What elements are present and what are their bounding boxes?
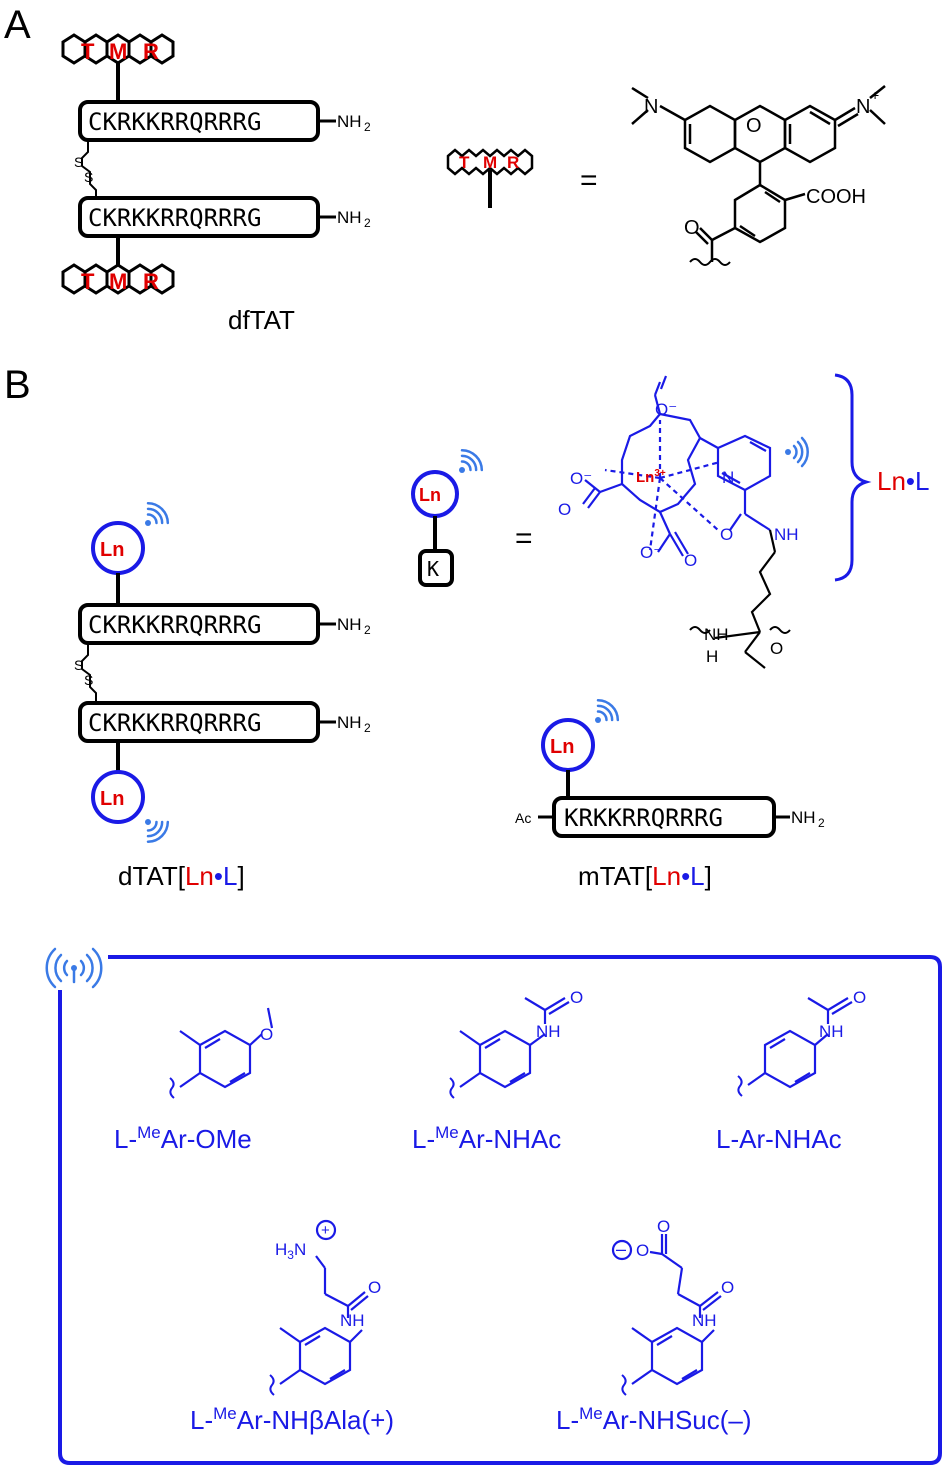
svg-text:H: H [706,647,718,666]
svg-text:Ln: Ln [100,788,124,810]
svg-text:CKRKKRRQRRRG: CKRKKRRQRRRG [88,709,261,737]
tmr-structure [631,85,886,266]
carbonyl-o: O [684,217,700,239]
h3n-label: H3N [275,1240,306,1262]
equals-b: = [515,522,533,555]
svg-text:NH: NH [791,808,816,827]
svg-text:O: O [770,639,783,658]
o-amide: O [720,525,733,544]
mtat-caption: mTAT[Ln•L] [578,861,712,891]
svg-text:CKRKKRRQRRRG: CKRKKRRQRRRG [88,611,261,639]
svg-text:2: 2 [364,721,371,735]
svg-text:2: 2 [818,816,825,830]
ac-cap: Ac [515,810,531,826]
o-minus-bottom: O⁻ [640,543,662,562]
nh-backbone: NH [704,625,729,644]
tmr-r: R [143,39,159,64]
nh2-a-bottom: NH [337,208,362,227]
svg-text:+: + [321,1222,330,1239]
svg-text:O: O [853,988,866,1007]
svg-text:R: R [143,269,159,294]
svg-text:NH: NH [340,1311,365,1330]
nh2-a-top: NH [337,112,362,131]
antenna-meAr-nhbala-structure [269,1219,369,1396]
tmr-legend-icon: T M R [446,148,534,208]
o-minus-top: O⁻ [655,400,677,419]
o-left: O [558,500,571,519]
ln-circle-bottom [91,770,145,824]
s-atom-a-1: S [74,154,83,170]
antenna-signal-icon [134,497,174,537]
s-atom-a-2: S [84,169,93,185]
svg-text:T: T [81,269,95,294]
tmr-bottom-icon: T M R [61,263,175,295]
svg-text:M: M [483,153,497,172]
cooh-label: COOH [806,186,866,208]
tmr-m: M [109,39,127,64]
svg-text:O: O [721,1278,734,1297]
svg-text:NH: NH [536,1022,561,1041]
lysine-chain [689,529,791,669]
svg-text:2: 2 [364,623,371,637]
svg-text:R: R [507,153,519,172]
mtat-seq: KRKKRRQRRRG [564,804,723,832]
ln-complex-structure [582,375,772,557]
svg-text:NH: NH [337,713,362,732]
dtat-caption: dTAT[Ln•L] [118,861,245,891]
curly-brace [834,373,872,582]
svg-text:O: O [570,988,583,1007]
svg-text:K: K [427,557,439,581]
svg-text:NH: NH [692,1311,717,1330]
nh-amide: NH [774,525,799,544]
n-pyridine: N [722,468,734,487]
tmr-top-icon: T M R [61,33,175,65]
antenna-meAr-nhsuc-structure [611,1234,722,1396]
svg-text:O: O [260,1025,273,1044]
svg-text:S: S [84,672,93,688]
antenna-meAr-nhac-structure [449,997,570,1099]
equals-a: = [580,164,598,197]
svg-text:2: 2 [364,120,371,134]
svg-text:O: O [657,1217,670,1236]
antenna-box [58,955,942,1465]
dftat-caption: dfTAT [228,305,295,335]
svg-text:M: M [109,269,127,294]
svg-text:Ln: Ln [419,485,441,505]
svg-text:Ln: Ln [100,539,124,561]
label-meAr-nhbala: L-MeAr-NHβAla(+) [190,1404,394,1435]
tmr-t: T [81,39,95,64]
k-residue-box [418,549,454,587]
o-minus-left: O⁻ [570,469,592,488]
svg-text:–: – [616,1239,626,1259]
svg-text:NH: NH [819,1022,844,1041]
svg-text:Ln: Ln [550,736,574,758]
label-meAr-nhsuc: L-MeAr-NHSuc(–) [556,1404,752,1435]
antenna-meAr-ome-structure [169,1007,274,1099]
label-meAr-ome: L-MeAr-OMe [114,1123,252,1154]
svg-text:2: 2 [364,216,371,230]
peptide-seq-a-top: CKRKKRRQRRRG [88,108,261,136]
svg-text:NH: NH [337,615,362,634]
xanthene-o: O [746,115,762,137]
label-meAr-nhac: L-MeAr-NHAc [412,1123,561,1154]
n-left: N [644,96,658,118]
panel-a-letter: A [4,3,31,47]
svg-text:S: S [74,657,83,673]
svg-text:T: T [459,153,470,172]
antenna-box-signal-icon [45,947,103,989]
panel-b-letter: B [4,363,31,407]
o-bottom: O [684,551,697,570]
svg-text:O: O [636,1241,649,1260]
ln-l-label: Ln•L [877,466,930,496]
antenna-ar-nhac-structure [737,997,853,1097]
label-ar-nhac: L-Ar-NHAc [716,1124,842,1154]
n-right: N [856,96,870,118]
peptide-seq-a-bottom: CKRKKRRQRRRG [88,204,261,232]
svg-text:+: + [871,87,879,103]
svg-text:O: O [368,1278,381,1297]
ln3-ion: Ln3+ [636,468,666,486]
